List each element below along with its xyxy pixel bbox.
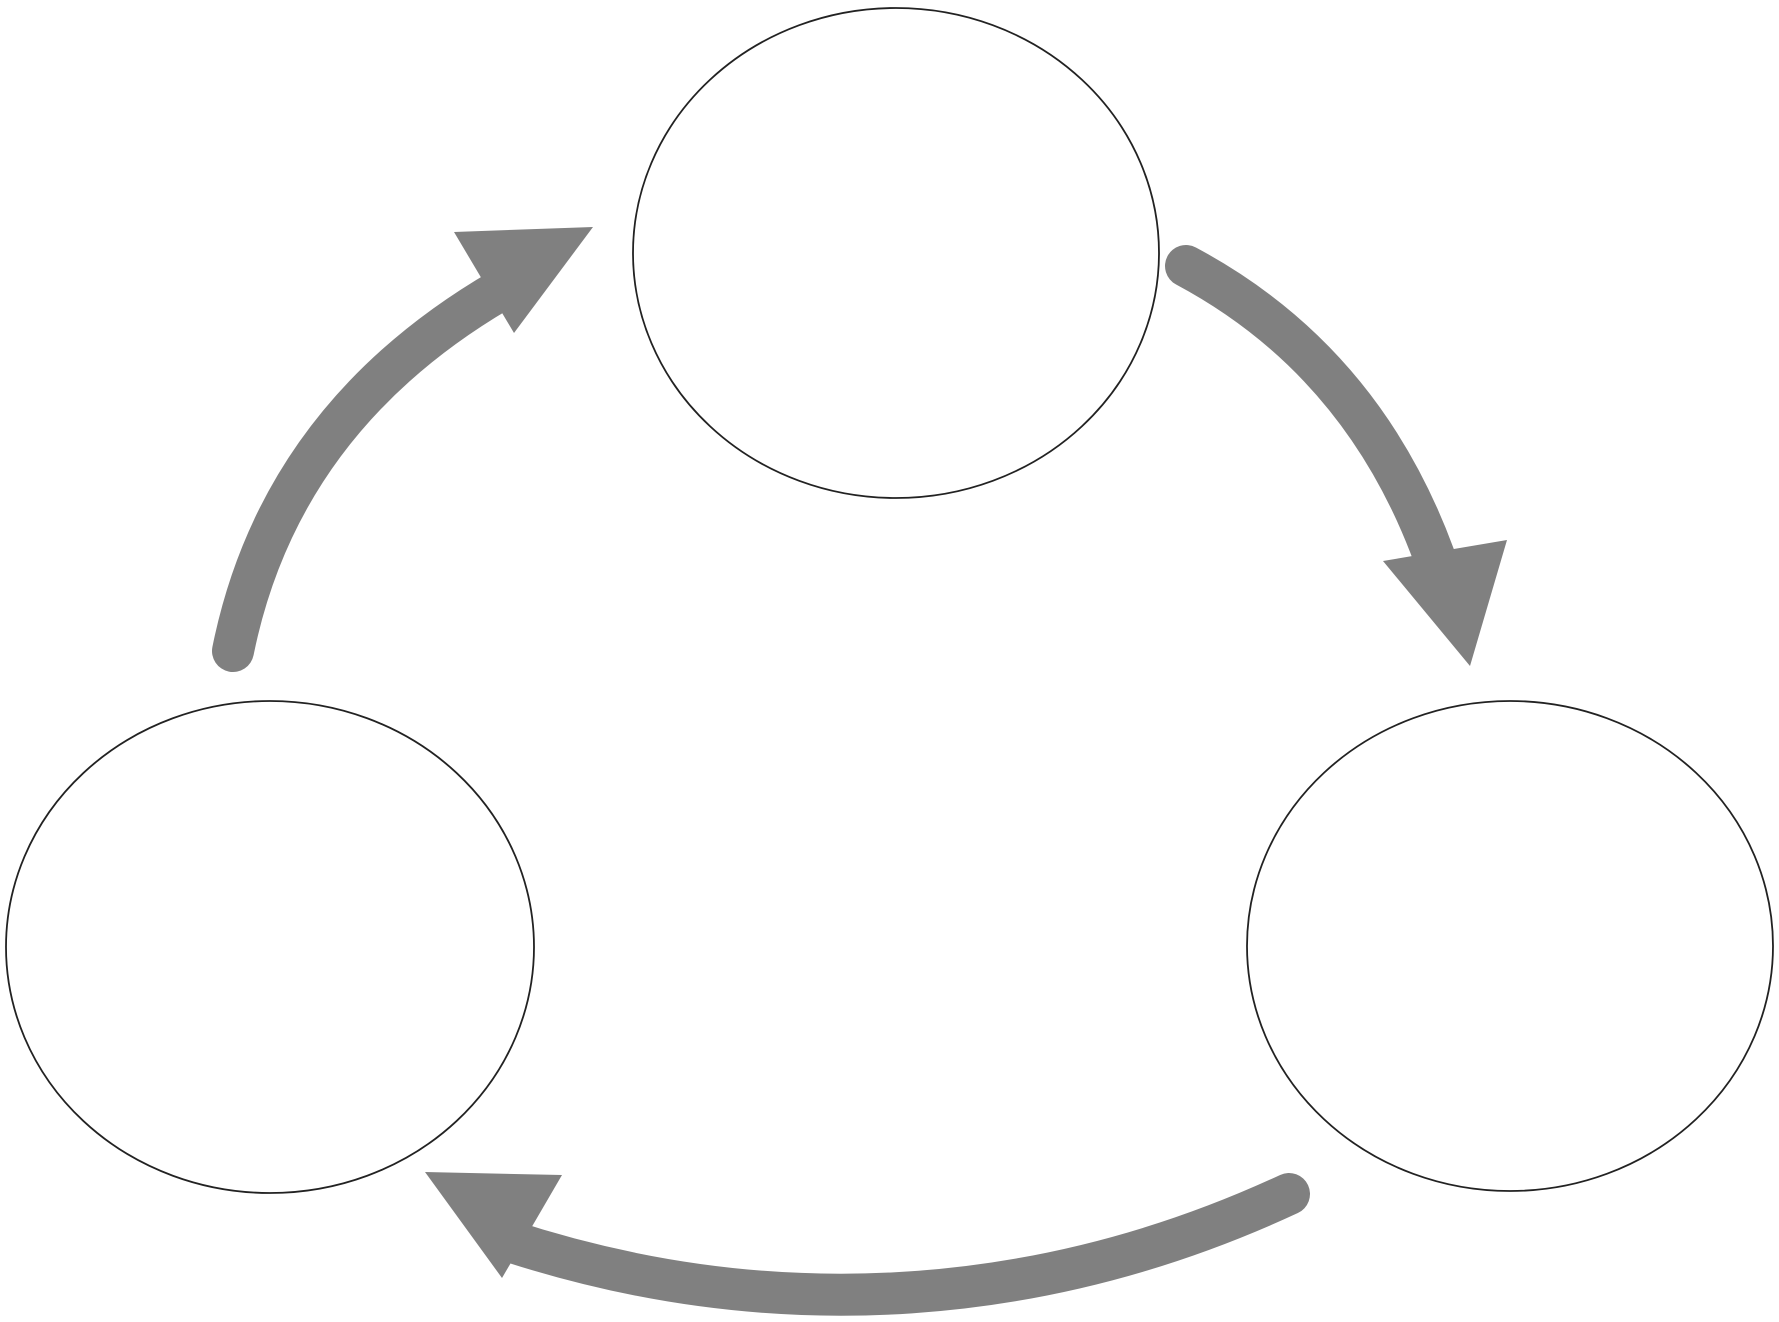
- arrow-bottom-right-to-bottom-left-head: [425, 1172, 562, 1278]
- node-bottom-right: [1246, 700, 1774, 1192]
- arrow-bottom-left-to-top: [212, 227, 593, 672]
- arrow-bottom-right-to-bottom-left: [425, 1172, 1310, 1316]
- arrow-top-to-bottom-right-shaft: [1165, 245, 1455, 577]
- arrow-top-to-bottom-right: [1165, 245, 1507, 666]
- arrow-top-to-bottom-right-head: [1383, 540, 1507, 666]
- node-bottom-left: [5, 700, 535, 1194]
- arrow-bottom-left-to-top-head: [454, 227, 593, 333]
- arrow-bottom-right-to-bottom-left-shaft: [485, 1173, 1310, 1316]
- arrow-bottom-left-to-top-shaft: [212, 268, 523, 672]
- node-top: [632, 7, 1160, 499]
- node-bottom-left-circle: [5, 700, 535, 1194]
- node-bottom-right-circle: [1246, 700, 1774, 1192]
- node-top-circle: [632, 7, 1160, 499]
